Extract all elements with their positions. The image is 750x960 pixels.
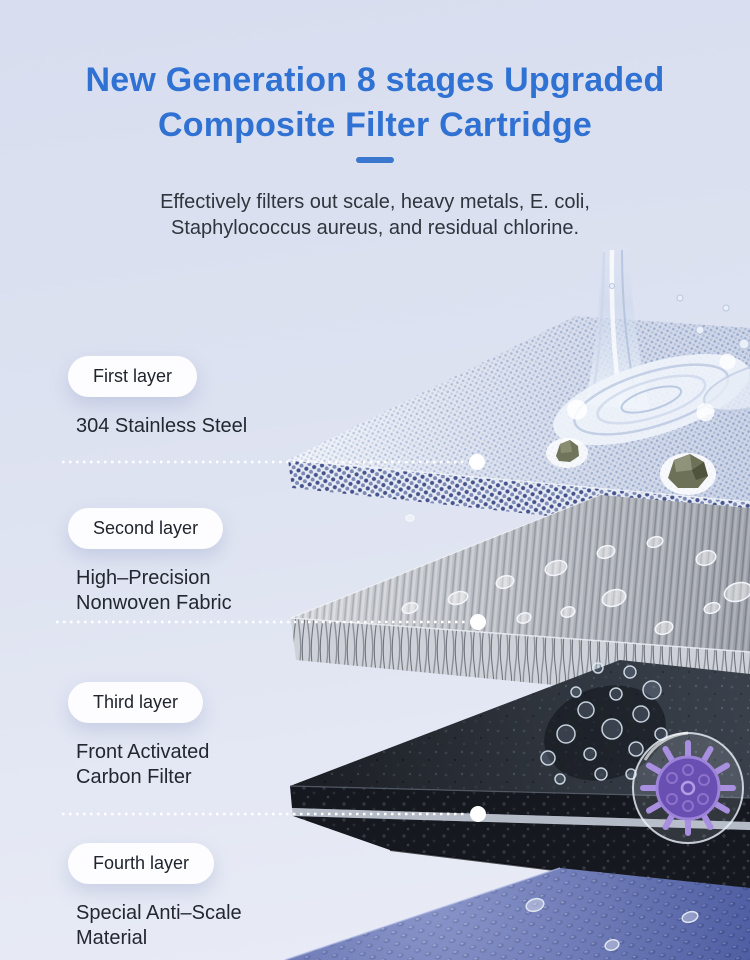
layer-label-second: Second layer High–Precision Nonwoven Fab… — [68, 508, 232, 616]
title-line-2: Composite Filter Cartridge — [157, 106, 593, 144]
layer-name-third-line2: Carbon Filter — [76, 766, 192, 788]
leader-lines — [56, 454, 486, 822]
badge-second-layer: Second layer — [68, 508, 224, 549]
leader-line-third-layer — [62, 806, 486, 822]
anti-scale-layer — [284, 867, 750, 960]
layer-name-second-line2: Nonwoven Fabric — [76, 592, 232, 614]
layer-name-third: Front Activated Carbon Filter — [76, 740, 209, 790]
water-splash — [553, 353, 750, 446]
layer-name-first: 304 Stainless Steel — [76, 414, 247, 439]
layer-name-second-line1: High–Precision — [76, 567, 211, 589]
sediment-particles — [546, 438, 716, 495]
leader-line-first-layer — [62, 454, 485, 470]
layer-name-fourth-line1: Special Anti–Scale — [76, 902, 242, 924]
air-bubbles — [540, 662, 668, 785]
subtitle-line-2: Staphylococcus aureus, and residual chlo… — [170, 217, 580, 239]
layer-label-fourth: Fourth layer Special Anti–Scale Material — [68, 843, 242, 951]
title-underline — [356, 157, 394, 163]
layer-name-second: High–Precision Nonwoven Fabric — [76, 566, 232, 616]
badge-third-layer: Third layer — [68, 682, 204, 723]
layer-name-first-line1: 304 Stainless Steel — [76, 415, 248, 437]
badge-first-layer: First layer — [68, 356, 198, 397]
header: New Generation 8 stages Upgraded Composi… — [0, 58, 750, 241]
layer-label-third: Third layer Front Activated Carbon Filte… — [68, 682, 209, 790]
layer-name-fourth: Special Anti–Scale Material — [76, 901, 242, 951]
splash-droplets — [609, 283, 750, 350]
layer-label-first: First layer 304 Stainless Steel — [68, 356, 247, 439]
subtitle: Effectively filters out scale, heavy met… — [0, 189, 750, 241]
layer-name-third-line1: Front Activated — [76, 741, 210, 763]
page-title: New Generation 8 stages Upgraded Composi… — [0, 58, 750, 148]
subtitle-line-1: Effectively filters out scale, heavy met… — [160, 191, 590, 213]
water-droplets-fabric — [401, 514, 750, 636]
leader-line-second-layer — [56, 614, 486, 630]
badge-fourth-layer: Fourth layer — [68, 843, 215, 884]
layer-name-fourth-line2: Material — [76, 927, 148, 949]
title-line-1: New Generation 8 stages Upgraded — [85, 61, 665, 99]
virus-particle — [632, 731, 744, 844]
